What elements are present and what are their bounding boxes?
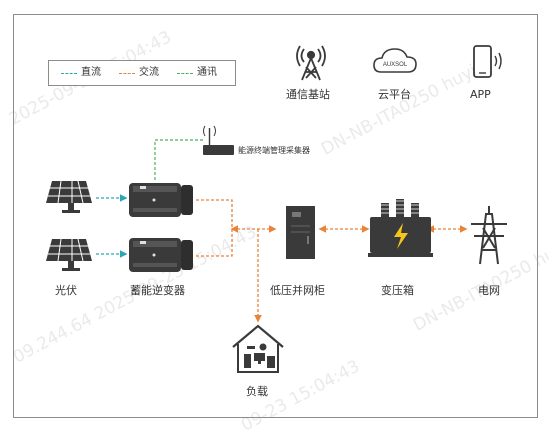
- inverter-icon-1: [129, 183, 193, 217]
- inverter-label: 蓄能逆变器: [130, 284, 185, 297]
- legend-comm-swatch: [177, 73, 193, 74]
- legend-dc-label: 直流: [81, 67, 101, 78]
- grid-label: 电网: [478, 284, 500, 297]
- legend-ac-swatch: [119, 73, 135, 74]
- tower-icon: [296, 45, 326, 81]
- transformer-icon: [368, 199, 433, 257]
- ems-label: 能源终端管理采集器: [238, 146, 310, 155]
- grid-tower-icon: [471, 206, 507, 265]
- pv-label: 光伏: [55, 284, 77, 297]
- load-house-icon: [232, 324, 284, 373]
- phone-icon: [473, 45, 502, 78]
- cabinet-icon: [286, 206, 315, 259]
- legend-comm-label: 通讯: [197, 67, 217, 78]
- legend-ac-label: 交流: [139, 67, 159, 78]
- diagram-canvas: AUXSOL: [46, 45, 507, 373]
- tower-label: 通信基站: [286, 88, 330, 101]
- cabinet-label: 低压并网柜: [270, 284, 325, 297]
- legend: 直流 交流 通讯: [48, 60, 236, 86]
- ac-lines: [196, 199, 468, 323]
- app-label: APP: [470, 88, 491, 101]
- diagram-frame: [13, 14, 538, 418]
- pv-panel-icon-1: [46, 180, 92, 213]
- cloud-icon: AUXSOL: [373, 48, 417, 73]
- cloud-text: AUXSOL: [383, 62, 408, 68]
- transformer-label: 变压箱: [381, 284, 414, 297]
- load-label: 负载: [246, 385, 268, 398]
- legend-dc-swatch: [61, 73, 77, 74]
- cloud-label: 云平台: [378, 88, 411, 101]
- comm-line: [154, 139, 203, 180]
- pv-panel-icon-2: [46, 238, 92, 271]
- ems-collector-icon: [203, 125, 234, 155]
- inverter-icon-2: [129, 238, 193, 272]
